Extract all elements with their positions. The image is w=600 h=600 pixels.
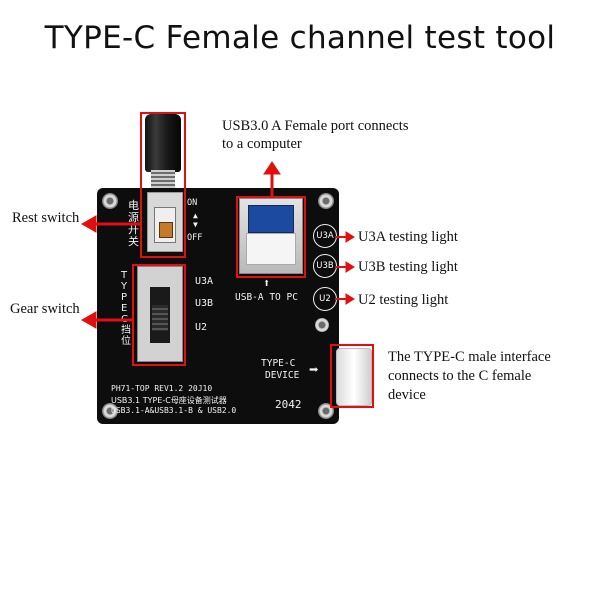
led-indicator bbox=[315, 318, 329, 332]
led-u2: U2 bbox=[313, 287, 337, 311]
rest-switch-label: Rest switch bbox=[12, 210, 80, 226]
revision-label: PH71-TOP REV1.2 20J10 bbox=[111, 384, 213, 393]
power-switch-cn-label: 电源开关 bbox=[128, 199, 139, 248]
switch-contact bbox=[159, 222, 173, 238]
usb-shell bbox=[246, 233, 296, 265]
typec-connector[interactable] bbox=[336, 348, 372, 406]
description-line1: USB3.1 TYPE-C母座设备测试器 bbox=[111, 396, 227, 405]
typec-callout-line2: connects to the C female bbox=[388, 368, 532, 384]
on-label: ON bbox=[187, 198, 198, 208]
gear-u3a-label: U3A bbox=[195, 276, 214, 287]
off-label: OFF bbox=[187, 233, 203, 243]
u2-light-label: U2 testing light bbox=[358, 292, 449, 308]
gear-left-arrowhead bbox=[80, 311, 97, 329]
updown-arrow-icon: ▲ bbox=[193, 211, 198, 220]
gear-switch-knob[interactable] bbox=[152, 305, 168, 331]
typec-device-label-1: TYPE-C bbox=[261, 358, 296, 369]
page-title: TYPE-C Female channel test tool bbox=[44, 20, 556, 56]
reset-switch-cap[interactable] bbox=[145, 114, 181, 172]
reset-switch-spring bbox=[151, 170, 175, 192]
typec-device-label-2: DEVICE bbox=[265, 370, 300, 381]
gear-switch-label: Gear switch bbox=[10, 301, 80, 317]
typec-callout-line1: The TYPE-C male interface bbox=[388, 349, 551, 365]
updown-arrow-icon: ▼ bbox=[193, 220, 198, 229]
board-code: 2042 bbox=[275, 398, 302, 411]
gear-switch-highlight bbox=[132, 264, 186, 366]
u3b-arrowhead bbox=[345, 261, 355, 273]
usb-callout-line1: USB3.0 A Female port connects bbox=[222, 118, 409, 134]
typec-connector-highlight bbox=[330, 344, 374, 408]
usb-a-port[interactable] bbox=[239, 198, 303, 274]
gear-switch-slot bbox=[150, 287, 170, 343]
u2-arrowhead bbox=[345, 293, 355, 305]
u3b-light-label: U3B testing light bbox=[358, 259, 458, 275]
reset-switch-highlight bbox=[140, 112, 186, 258]
usb-callout-line2: to a computer bbox=[222, 136, 302, 152]
rest-left-arrowhead bbox=[80, 215, 97, 233]
up-arrow-icon: ⬆ bbox=[263, 276, 271, 290]
u3a-arrowhead bbox=[345, 231, 355, 243]
right-arrow-icon: ➡ bbox=[309, 360, 319, 379]
mount-hole bbox=[318, 193, 334, 209]
reset-switch-body[interactable] bbox=[147, 192, 183, 252]
gear-switch-body[interactable] bbox=[137, 266, 183, 362]
mount-hole bbox=[102, 403, 118, 419]
test-board: 电源开关 ON ▲ ▼ OFF ⬆ USB-A TO PC U3A U3B U2… bbox=[97, 188, 339, 424]
gear-u3b-label: U3B bbox=[195, 298, 214, 309]
usb-blue-tongue bbox=[248, 205, 294, 233]
typec-callout-line3: device bbox=[388, 387, 426, 403]
reset-switch-slider bbox=[154, 207, 176, 243]
description-line2: USB3.1-A&USB3.1-B & USB2.0 bbox=[111, 406, 237, 415]
gear-u2-label: U2 bbox=[195, 322, 208, 333]
usb-up-arrowhead bbox=[263, 161, 281, 175]
u3a-light-label: U3A testing light bbox=[358, 229, 458, 245]
usb-port-highlight bbox=[236, 196, 306, 278]
usb-a-to-pc-label: USB-A TO PC bbox=[235, 292, 298, 303]
mount-hole bbox=[102, 193, 118, 209]
